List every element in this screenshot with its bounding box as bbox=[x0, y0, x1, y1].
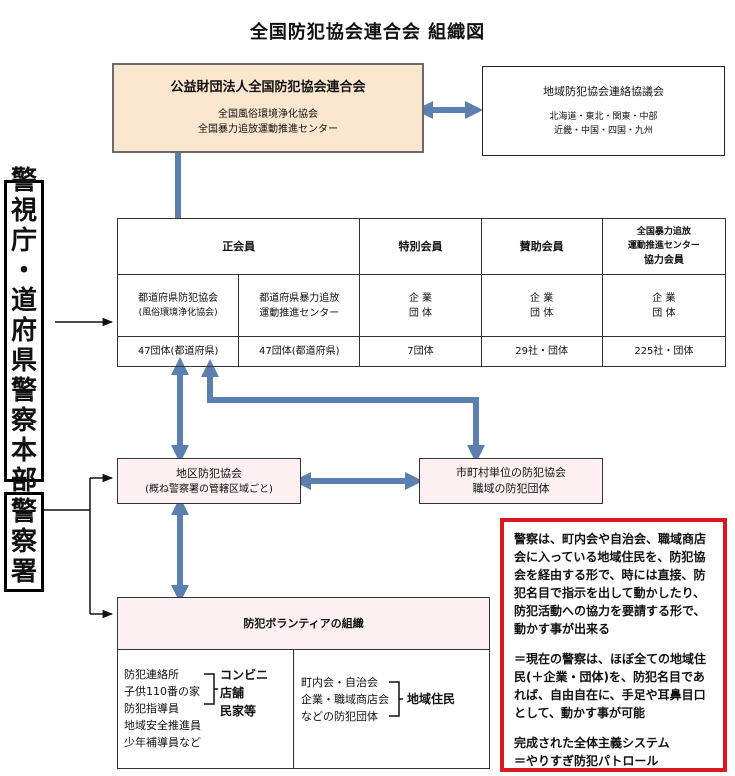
count-support: 29社・団体 bbox=[480, 336, 603, 367]
count-cooperating: 225社・団体 bbox=[601, 336, 727, 367]
volunteer-right-tag: 地域住民 bbox=[407, 692, 456, 706]
police-headquarters-char: 本 bbox=[10, 436, 37, 466]
commentary-note-box: 警察は、町内会や自治会、職域商店会に入っている地域住民を、防犯協会を経由する形で… bbox=[500, 518, 727, 772]
volunteer-title: 防犯ボランティアの組織 bbox=[243, 616, 364, 630]
volunteer-left-bracket bbox=[204, 673, 218, 705]
volunteer-right-panel: 町内会・自治会企業・職域商店会などの防犯団体 地域住民 bbox=[295, 650, 489, 768]
volunteer-right-item: 町内会・自治会 bbox=[301, 676, 378, 689]
police-headquarters-char: 部 bbox=[10, 466, 37, 496]
regional-council-name: 地域防犯協会連絡協議会 bbox=[543, 85, 664, 98]
volunteer-left-tag: コンビニ店舗民家等 bbox=[220, 666, 268, 720]
count-boryoku: 47団体(都道府県) bbox=[238, 336, 361, 367]
page-title: 全国防犯協会連合会 組織図 bbox=[249, 22, 486, 43]
cell-prefectural-line2: (風俗環境浄化協会) bbox=[138, 308, 218, 318]
members-municipal-arrow bbox=[201, 359, 485, 463]
volunteer-left-item: 防犯指導員 bbox=[124, 702, 179, 715]
volunteer-right-item: などの防犯団体 bbox=[301, 710, 378, 723]
police-headquarters-char: 察 bbox=[10, 406, 37, 436]
municipal-association-box: 市町村単位の防犯協会 職域の防犯団体 bbox=[419, 458, 603, 504]
top-organization-name: 公益財団法人全国防犯協会連合会 bbox=[170, 80, 366, 95]
cell-special-kigyo: 企 業 bbox=[408, 292, 433, 304]
volunteer-left-list: 防犯連絡所子供110番の家防犯指導員地域安全推進員少年補導員など bbox=[124, 666, 201, 751]
police-station-label: 警察署 bbox=[4, 492, 44, 592]
volunteer-organizations-box: 防犯ボランティアの組織 防犯連絡所子供110番の家防犯指導員地域安全推進員少年補… bbox=[117, 597, 490, 769]
header-boryoku-line1: 全国暴力追放 bbox=[636, 227, 691, 237]
police-headquarters-char: ・ bbox=[10, 256, 37, 286]
regional-council-line1: 北海道・東北・関東・中部 bbox=[549, 112, 658, 122]
membership-table: 正会員 特別会員 賛助会員 全国暴力追放 運動推進センター 協力会員 都道府県防… bbox=[116, 218, 727, 367]
cell-boryoku-line1: 都道府県暴力追放 bbox=[259, 292, 340, 304]
cell-support-kigyo: 企 業 bbox=[530, 292, 554, 304]
volunteer-left-item: 地域安全推進員 bbox=[124, 719, 201, 732]
police-headquarters-char: 府 bbox=[10, 316, 37, 346]
commentary-paragraph-1: 警察は、町内会や自治会、職域商店会に入っている地域住民を、防犯協会を経由する形で… bbox=[514, 532, 707, 636]
volunteer-right-list: 町内会・自治会企業・職域商店会などの防犯団体 bbox=[301, 674, 389, 725]
police-headquarters-char: 警 bbox=[10, 376, 37, 406]
header-special-members: 特別会員 bbox=[359, 218, 482, 275]
police-station-char: 署 bbox=[10, 557, 37, 587]
police-headquarters-label: 警視庁・道府県警察本部 bbox=[4, 166, 44, 496]
volunteer-left-item: 子供110番の家 bbox=[124, 685, 200, 698]
police-headquarters-char: 庁 bbox=[10, 226, 37, 256]
municipal-association-name: 市町村単位の防犯協会 bbox=[456, 466, 566, 479]
cell-coop-kigyo: 企 業 bbox=[652, 292, 676, 304]
police-station-char: 察 bbox=[10, 527, 37, 557]
regional-council-box: 地域防犯協会連絡協議会 北海道・東北・関東・中部 近畿・中国・四国・九州 bbox=[482, 66, 725, 156]
cell-prefectural-boryoku-center: 都道府県暴力追放 運動推進センター bbox=[238, 274, 361, 337]
volunteer-left-tag-line: コンビニ bbox=[220, 668, 269, 682]
header-boryoku-line3: 協力会員 bbox=[643, 255, 684, 266]
cell-prefectural-crime-prevention: 都道府県防犯協会 (風俗環境浄化協会) bbox=[116, 274, 240, 337]
cell-special-dantai: 団 体 bbox=[408, 307, 433, 319]
cell-support-types: 企 業 団 体 bbox=[480, 274, 603, 337]
volunteer-left-item: 防犯連絡所 bbox=[124, 668, 179, 681]
header-boryoku-line2: 運動推進センター bbox=[627, 241, 700, 251]
volunteer-left-item: 少年補導員など bbox=[124, 736, 201, 749]
cell-boryoku-line2: 運動推進センター bbox=[259, 307, 340, 319]
district-association-note: (概ね警察署の管轄区域ごと) bbox=[145, 483, 273, 495]
header-supporting-members: 賛助会員 bbox=[480, 218, 603, 275]
volunteer-left-tag-line: 民家等 bbox=[220, 704, 257, 718]
volunteer-title-row: 防犯ボランティアの組織 bbox=[118, 598, 489, 650]
police-station-char: 警 bbox=[10, 497, 37, 527]
top-organization-sub1: 全国風俗環境浄化協会 bbox=[218, 109, 318, 120]
volunteer-right-item: 企業・職域商店会 bbox=[301, 693, 389, 706]
municipal-association-sub: 職域の防犯団体 bbox=[472, 482, 550, 495]
police-headquarters-char: 県 bbox=[10, 346, 37, 376]
police-headquarters-char: 道 bbox=[10, 286, 37, 316]
volunteer-right-bracket bbox=[389, 681, 403, 717]
count-prefectural: 47団体(都道府県) bbox=[116, 336, 240, 367]
top-organization-box: 公益財団法人全国防犯協会連合会 全国風俗環境浄化協会 全国暴力追放運動推進センタ… bbox=[112, 63, 424, 153]
commentary-paragraph-2: ＝現在の警察は、ほぼ全ての地域住民(＋企業・団体)を、防犯名目であれば、自由自在… bbox=[514, 652, 707, 720]
district-association-name: 地区防犯協会 bbox=[176, 466, 242, 480]
cell-cooperating-types: 企 業 団 体 bbox=[601, 274, 727, 337]
volunteer-left-tag-line: 店舗 bbox=[220, 686, 245, 700]
cell-coop-dantai: 団 体 bbox=[652, 307, 676, 319]
cell-support-dantai: 団 体 bbox=[530, 307, 554, 319]
cell-special-types: 企 業 団 体 bbox=[359, 274, 482, 337]
police-headquarters-char: 視 bbox=[10, 196, 37, 226]
police-headquarters-char: 警 bbox=[10, 166, 37, 196]
district-association-box: 地区防犯協会 (概ね警察署の管轄区域ごと) bbox=[117, 458, 301, 504]
regional-council-line2: 近畿・中国・四国・九州 bbox=[553, 126, 653, 136]
header-boryoku-cooperating-members: 全国暴力追放 運動推進センター 協力会員 bbox=[601, 218, 727, 275]
commentary-paragraph-3: 完成された全体主義システム ＝やりすぎ防犯パトロール bbox=[514, 736, 670, 768]
count-special: 7団体 bbox=[359, 336, 482, 367]
cell-prefectural-line1: 都道府県防犯協会 bbox=[138, 293, 219, 304]
header-regular-members: 正会員 bbox=[116, 218, 361, 275]
top-organization-sub2: 全国暴力追放運動推進センター bbox=[198, 124, 338, 135]
volunteer-left-panel: 防犯連絡所子供110番の家防犯指導員地域安全推進員少年補導員など コンビニ店舗民… bbox=[118, 650, 294, 768]
